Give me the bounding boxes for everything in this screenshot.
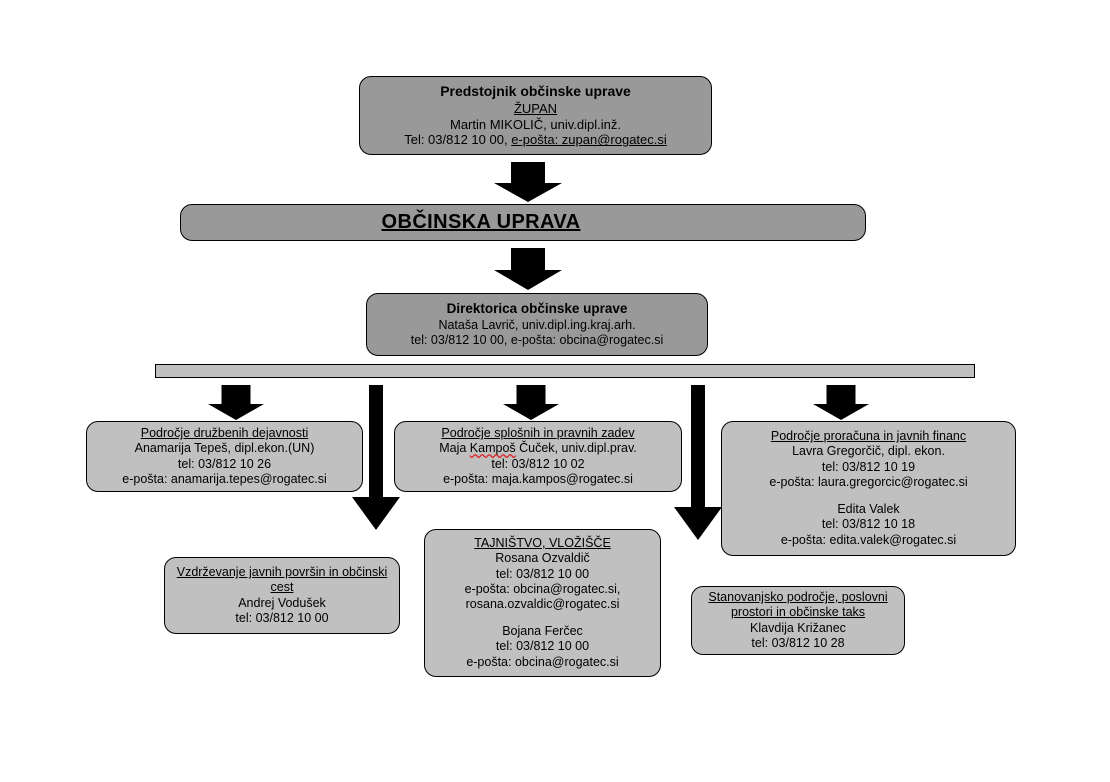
zupan-title: ŽUPAN	[513, 100, 558, 116]
druzbene-phone: tel: 03/812 10 26	[177, 456, 272, 471]
tajnistvo-name-2: Bojana Ferčec	[502, 624, 583, 639]
zupan-phone: Tel: 03/812 10 00,	[404, 132, 508, 148]
druzbene-heading: Področje družbenih dejavnosti	[140, 426, 309, 440]
zupan-name: Martin MIKOLIČ, univ.dipl.inž.	[450, 116, 621, 132]
vzdrzevanje-heading-line-2: cest	[270, 580, 294, 595]
vzdrzevanje-name: Andrej Vodušek	[238, 595, 326, 610]
node-zupan[interactable]: Predstojnik občinske uprave ŽUPAN Martin…	[359, 76, 712, 155]
proracun-email-2[interactable]: e-pošta: edita.valek@rogatec.si	[780, 532, 957, 547]
tajnistvo-heading: TAJNIŠTVO, VLOŽIŠČE	[474, 536, 611, 551]
splosne-phone: tel: 03/812 10 02	[491, 456, 585, 471]
splosne-name: Maja Kampoš Čuček, univ.dipl.prav.	[439, 441, 637, 456]
arrow-bar-to-vzdrzevanje	[352, 385, 400, 530]
splosne-heading: Področje splošnih in pravnih zadev	[441, 426, 635, 440]
node-stanovanjsko-podrocje[interactable]: Stanovanjsko področje, poslovni prostori…	[691, 586, 905, 655]
zupan-role: Predstojnik občinske uprave	[440, 82, 631, 99]
splosne-name-suffix: Čuček, univ.dipl.prav.	[515, 441, 637, 456]
zupan-email[interactable]: e-pošta: zupan@rogatec.si	[511, 132, 667, 148]
arrow-bar-to-proracun	[813, 385, 869, 420]
stanovanje-name: Klavdija Križanec	[750, 620, 846, 635]
distribution-bar	[155, 364, 975, 378]
tajnistvo-phone-2: tel: 03/812 10 00	[495, 639, 590, 654]
splosne-name-misspelled: Kampoš	[469, 441, 516, 456]
proracun-phone-2: tel: 03/812 10 18	[821, 517, 916, 532]
arrow-zupan-to-uprava	[494, 162, 562, 202]
zupan-contact-line: Tel: 03/812 10 00, e-pošta: zupan@rogate…	[404, 132, 667, 148]
node-obcinska-uprava[interactable]: OBČINSKA UPRAVA	[180, 204, 866, 241]
tajnistvo-email-cont[interactable]: rosana.ozvaldic@rogatec.si	[465, 597, 620, 612]
tajnistvo-email[interactable]: e-pošta: obcina@rogatec.si,	[464, 581, 621, 596]
proracun-email[interactable]: e-pošta: laura.gregorcic@rogatec.si	[769, 474, 968, 489]
stanovanje-phone: tel: 03/812 10 28	[751, 635, 845, 650]
direktorica-name: Nataša Lavrič, univ.dipl.ing.kraj.arh.	[438, 317, 636, 332]
proracun-heading: Področje proračuna in javnih financ	[770, 429, 967, 444]
splosne-email[interactable]: e-pošta: maja.kampos@rogatec.si	[443, 471, 633, 486]
vzdrzevanje-heading-line-1: Vzdrževanje javnih površin in občinski	[176, 565, 388, 579]
node-vzdrzevanje-javnih-povrsin[interactable]: Vzdrževanje javnih površin in občinski c…	[164, 557, 400, 634]
tajnistvo-email-2[interactable]: e-pošta: obcina@rogatec.si	[466, 654, 619, 669]
node-tajnistvo-vlozisce[interactable]: TAJNIŠTVO, VLOŽIŠČE Rosana Ozvaldič tel:…	[424, 529, 661, 677]
arrow-uprava-to-direktorica	[494, 248, 562, 290]
arrow-bar-to-splosne	[503, 385, 559, 420]
obcinska-uprava-title: OBČINSKA UPRAVA	[381, 211, 581, 234]
vzdrzevanje-phone: tel: 03/812 10 00	[235, 610, 329, 625]
druzbene-name: Anamarija Tepeš, dipl.ekon.(UN)	[134, 441, 315, 456]
node-direktorica[interactable]: Direktorica občinske uprave Nataša Lavri…	[366, 293, 708, 356]
tajnistvo-phone: tel: 03/812 10 00	[495, 566, 590, 581]
node-podrocje-druzbenih-dejavnosti[interactable]: Področje družbenih dejavnosti Anamarija …	[86, 421, 363, 492]
node-podrocje-proracuna-in-javnih-financ[interactable]: Področje proračuna in javnih financ Lavr…	[721, 421, 1016, 556]
stanovanje-heading-line-2: prostori in občinske taks	[730, 605, 866, 620]
arrow-bar-to-stanovanje	[674, 385, 722, 540]
direktorica-role: Direktorica občinske uprave	[446, 300, 628, 316]
node-podrocje-splosnih-in-pravnih-zadev[interactable]: Področje splošnih in pravnih zadev Maja …	[394, 421, 682, 492]
proracun-name-2: Edita Valek	[837, 502, 900, 517]
proracun-phone: tel: 03/812 10 19	[821, 459, 916, 474]
direktorica-contact: tel: 03/812 10 00, e-pošta: obcina@rogat…	[410, 333, 664, 348]
stanovanje-heading-line-1: Stanovanjsko področje, poslovni	[708, 590, 888, 604]
arrow-bar-to-druzbene	[208, 385, 264, 420]
tajnistvo-name: Rosana Ozvaldič	[495, 551, 590, 566]
druzbene-email[interactable]: e-pošta: anamarija.tepes@rogatec.si	[122, 471, 327, 486]
proracun-name: Lavra Gregorčič, dipl. ekon.	[792, 444, 945, 459]
splosne-name-prefix: Maja	[439, 441, 470, 456]
